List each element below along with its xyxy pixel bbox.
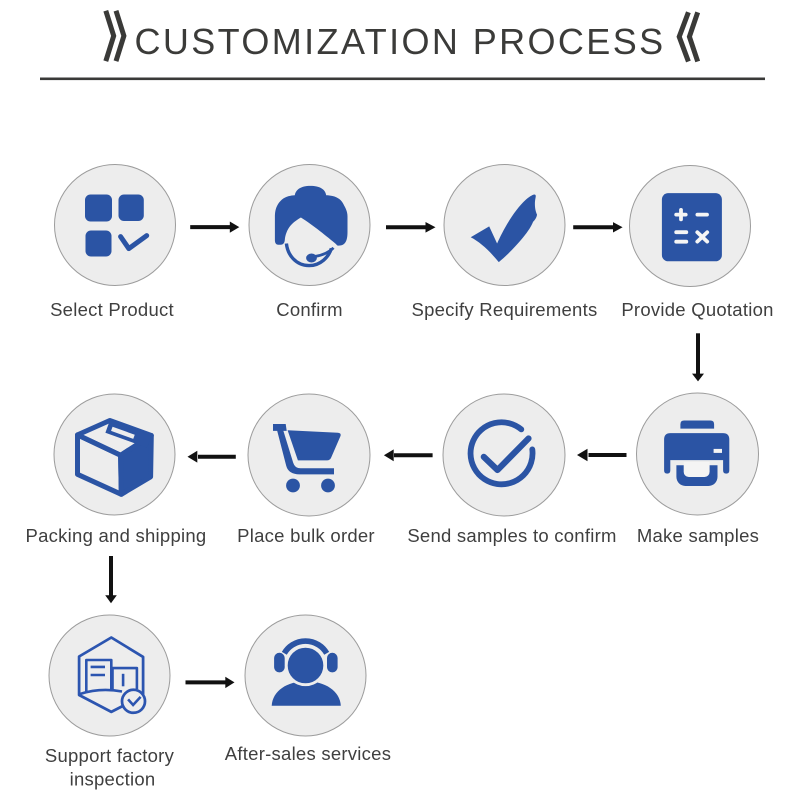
svg-text:After-sales services: After-sales services [225,743,391,764]
svg-text:Confirm: Confirm [276,299,343,320]
svg-text:inspection: inspection [70,769,156,790]
svg-text:Packing and shipping: Packing and shipping [26,525,207,546]
svg-text:CUSTOMIZATION PROCESS: CUSTOMIZATION PROCESS [134,21,665,62]
svg-text:Provide Quotation: Provide Quotation [621,299,773,320]
svg-text:Support factory: Support factory [45,745,175,766]
svg-text:Make samples: Make samples [637,525,759,546]
svg-text:Send samples to confirm: Send samples to confirm [407,525,616,546]
svg-text:Specify Requirements: Specify Requirements [412,299,598,320]
svg-text:Select Product: Select Product [50,299,174,320]
svg-text:Place bulk order: Place bulk order [237,525,375,546]
